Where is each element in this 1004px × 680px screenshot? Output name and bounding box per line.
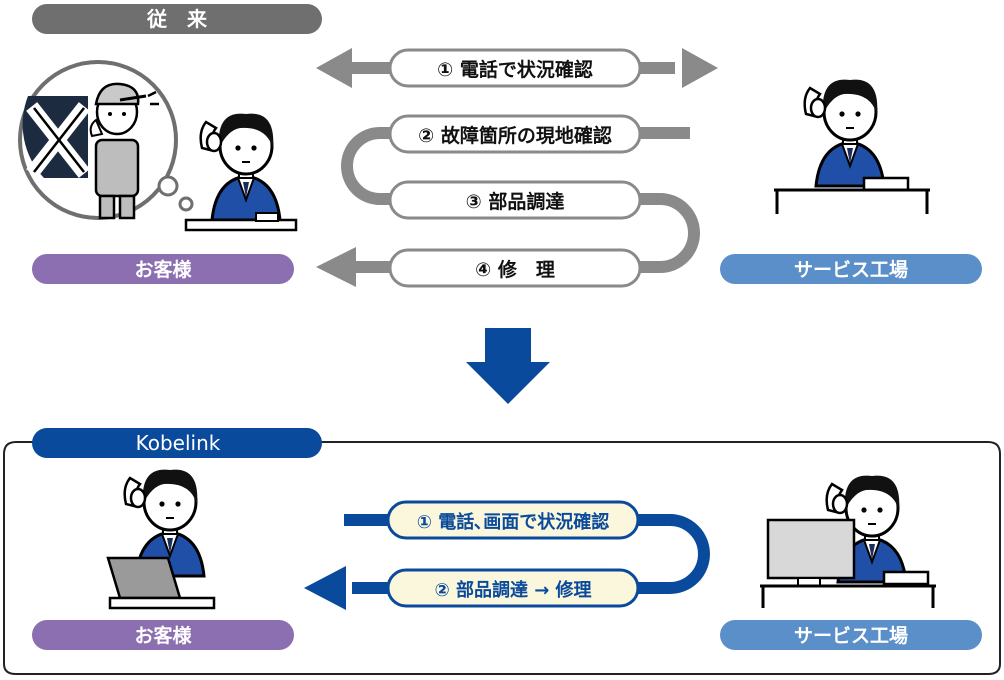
factory-pill-top-label: サービス工場 <box>794 259 908 281</box>
customer-pill-bottom: お客様 <box>32 620 294 650</box>
conventional-step-3: ③ 部品調達 <box>388 180 642 220</box>
onsite-worker-icon <box>89 82 159 220</box>
thought-bubble-onsite <box>18 60 194 220</box>
conventional-step-4-label: ④ 修 理 <box>475 258 555 281</box>
factory-desk-bottom <box>760 570 936 608</box>
customer-pill-bottom-label: お客様 <box>134 624 192 647</box>
kobelink-step-1: ① 電話､画面で状況確認 <box>386 500 640 540</box>
kobelink-panel <box>3 441 1001 675</box>
conventional-step-1-label: ① 電話で状況確認 <box>437 58 593 81</box>
kobelink-step-2: ② 部品調達 → 修理 <box>386 568 640 608</box>
conventional-step-4: ④ 修 理 <box>388 248 642 288</box>
transition-down-arrow <box>466 328 550 404</box>
conventional-tab: 従 来 <box>32 4 322 34</box>
kobelink-step-1-label: ① 電話､画面で状況確認 <box>417 511 610 533</box>
factory-pill-bottom: サービス工場 <box>720 620 982 650</box>
customer-desk <box>184 212 298 232</box>
factory-pill-bottom-label: サービス工場 <box>794 625 908 647</box>
conventional-step-1: ① 電話で状況確認 <box>388 48 642 88</box>
kobelink-return-arrowhead <box>304 566 346 610</box>
conventional-step-2: ② 故障箇所の現地確認 <box>388 114 642 154</box>
conventional-step-3-label: ③ 部品調達 <box>466 190 565 213</box>
laptop-icon <box>106 556 216 610</box>
monitor-icon <box>766 518 856 587</box>
customer-pill-top-label: お客様 <box>134 258 192 281</box>
factory-pill-top: サービス工場 <box>720 254 982 284</box>
conventional-return-arrowhead <box>316 247 356 287</box>
kobelink-flow-line <box>344 514 710 594</box>
kobelink-tab: Kobelink <box>32 428 322 458</box>
conventional-tab-label: 従 来 <box>146 7 208 31</box>
conventional-step-2-label: ② 故障箇所の現地確認 <box>418 124 612 147</box>
factory-desk <box>774 176 930 214</box>
kobelink-step-2-label: ② 部品調達 → 修理 <box>434 579 591 601</box>
customer-pill-top: お客様 <box>32 254 294 284</box>
factory-person-icon <box>803 78 886 188</box>
customer-person-icon <box>199 112 282 222</box>
kobelink-tab-label: Kobelink <box>136 431 221 455</box>
